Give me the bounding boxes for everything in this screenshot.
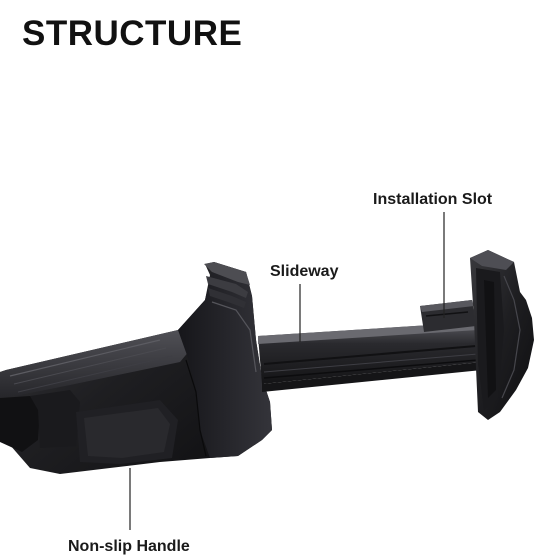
non-slip-handle-label: Non-slip Handle xyxy=(68,538,190,555)
installation-slot-label: Installation Slot xyxy=(373,191,493,208)
slideway-label: Slideway xyxy=(270,263,339,280)
page-title: STRUCTURE xyxy=(22,14,243,53)
installation-slot-block xyxy=(420,300,476,332)
slideway-rail xyxy=(258,322,482,392)
handle-body xyxy=(0,262,272,474)
end-cap xyxy=(470,250,534,420)
